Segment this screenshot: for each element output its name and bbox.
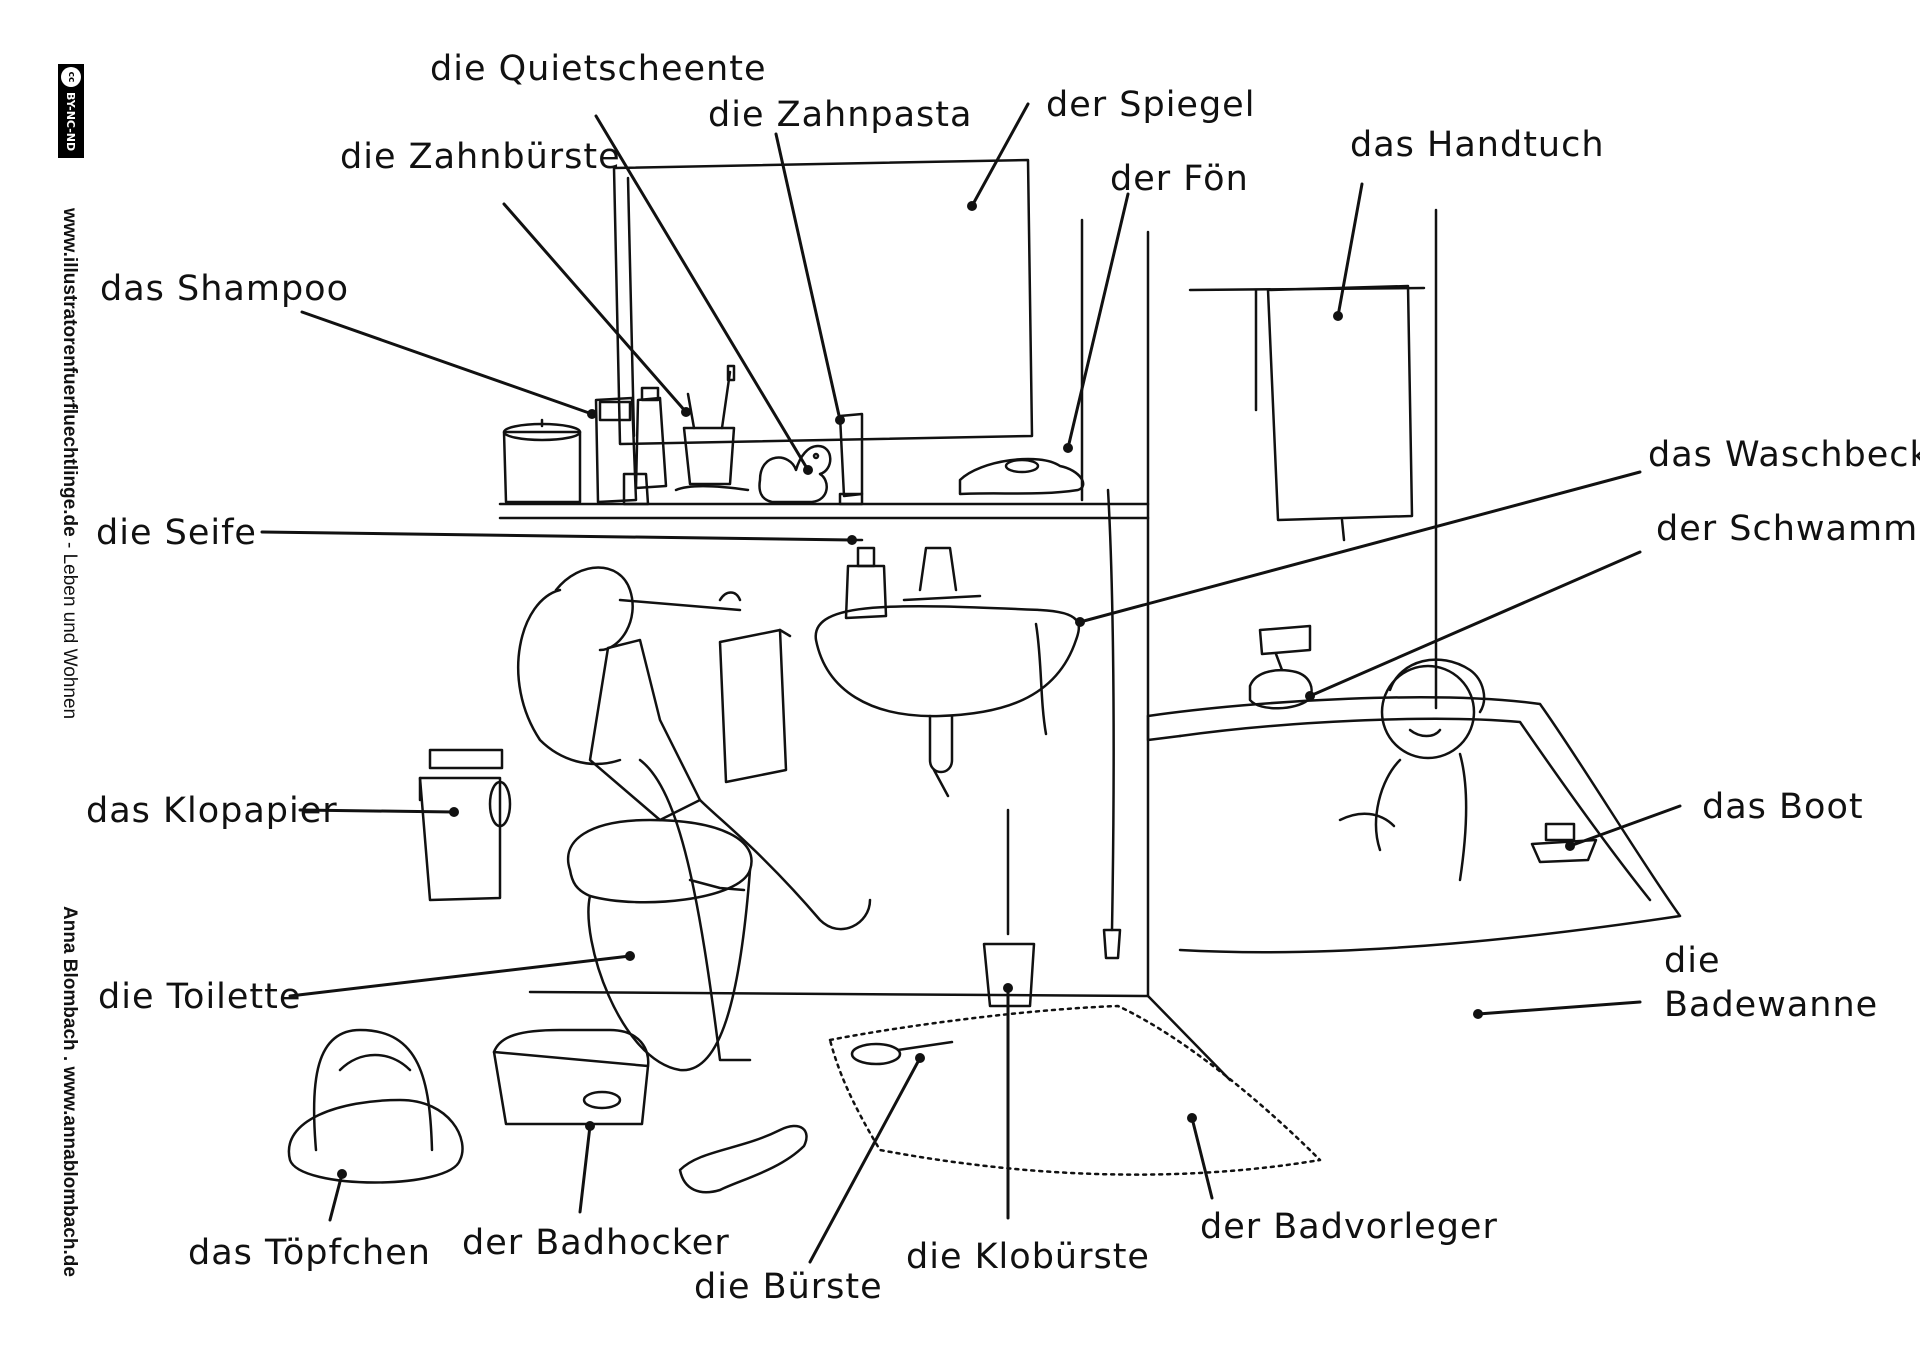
label-zahnbuerste: die Zahnbürste xyxy=(340,137,621,177)
toilet-paper xyxy=(418,748,512,902)
label-shampoo: das Shampoo xyxy=(100,269,350,309)
label-handtuch: das Handtuch xyxy=(1350,125,1605,165)
bath-mat xyxy=(828,1004,1322,1176)
potty xyxy=(287,1028,464,1184)
label-quietscheente: die Quietscheente xyxy=(430,49,767,89)
bath-stool xyxy=(492,1028,650,1126)
shelf xyxy=(498,502,1150,520)
label-schwamm: der Schwamm xyxy=(1656,509,1919,549)
label-klobuerste: die Klobürste xyxy=(906,1237,1150,1277)
mirror xyxy=(612,158,1034,446)
author-credit: Anna Blombach . www.annablombach.de xyxy=(59,906,80,1277)
label-zahnpasta: die Zahnpasta xyxy=(708,95,973,135)
website-topic: - Leben und Wohnen xyxy=(59,536,80,720)
toothpaste-tube xyxy=(674,412,864,506)
website-url: www.illustratorenfuerfluechtlinge.de xyxy=(59,208,80,537)
toy-boat xyxy=(1530,822,1598,864)
label-waschbecken: das Waschbecken xyxy=(1648,435,1920,475)
license-text: BY-NC-ND xyxy=(64,92,78,152)
leader-lines xyxy=(260,102,1682,1264)
toilet xyxy=(567,818,753,1072)
sock xyxy=(678,1124,808,1194)
toothbrush-cup xyxy=(682,364,736,486)
girl-brushing-teeth xyxy=(517,566,872,1062)
boy-in-bathtub xyxy=(1338,658,1486,882)
jar xyxy=(502,418,582,504)
cc-icon: cc xyxy=(61,67,81,87)
label-badvorleger: der Badvorleger xyxy=(1200,1207,1498,1247)
hair-dryer xyxy=(958,457,1122,960)
rubber-duck xyxy=(758,444,832,504)
label-buerste: die Bürste xyxy=(694,1267,883,1307)
website-credit: www.illustratorenfuerfluechtlinge.de - L… xyxy=(58,208,80,719)
label-badewanne: die Badewanne xyxy=(1664,941,1879,1025)
toilet-brush xyxy=(982,808,1036,1008)
label-toepfchen: das Töpfchen xyxy=(188,1233,431,1273)
label-toilette: die Toilette xyxy=(98,977,302,1017)
cistern xyxy=(718,628,792,784)
towel xyxy=(1188,284,1426,542)
sponge xyxy=(1248,669,1313,710)
shampoo-bottles xyxy=(594,386,668,506)
sink xyxy=(814,546,1080,798)
leader-dots xyxy=(337,201,1575,1179)
label-spiegel: der Spiegel xyxy=(1046,85,1256,125)
label-foen: der Fön xyxy=(1110,159,1249,199)
label-boot: das Boot xyxy=(1702,787,1864,827)
license-badge: cc BY-NC-ND xyxy=(58,64,84,159)
label-badhocker: der Badhocker xyxy=(462,1223,730,1263)
bathtub xyxy=(1146,624,1682,954)
room-walls xyxy=(528,208,1438,1082)
label-seife: die Seife xyxy=(96,513,257,553)
label-klopapier: das Klopapier xyxy=(86,791,338,831)
hair-brush xyxy=(850,1040,954,1066)
